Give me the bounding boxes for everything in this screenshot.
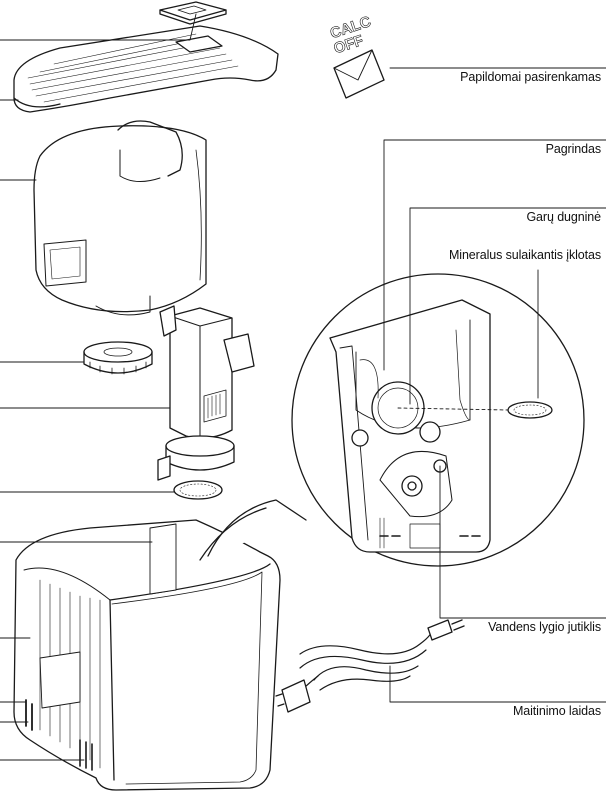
tank-cap bbox=[84, 342, 152, 374]
calc-off-sachet: CALC OFF bbox=[328, 13, 384, 98]
steam-column bbox=[158, 306, 254, 480]
label-base: Pagrindas bbox=[546, 142, 601, 156]
label-mineral-insert: Mineralus sulaikantis įklotas bbox=[449, 248, 601, 262]
label-power-cord: Maitinimo laidas bbox=[513, 704, 601, 718]
label-steam-bottom: Garų dugninė bbox=[526, 210, 601, 224]
power-cord bbox=[276, 620, 464, 712]
top-filter-pad bbox=[160, 2, 226, 24]
mineral-disk-left bbox=[174, 481, 222, 499]
water-tank bbox=[34, 121, 206, 315]
base-housing bbox=[14, 520, 280, 790]
label-optional: Papildomai pasirenkamas bbox=[460, 70, 601, 84]
mineral-disk-right bbox=[508, 402, 552, 418]
top-cover bbox=[14, 26, 278, 112]
label-water-sensor: Vandens lygio jutiklis bbox=[488, 620, 601, 634]
